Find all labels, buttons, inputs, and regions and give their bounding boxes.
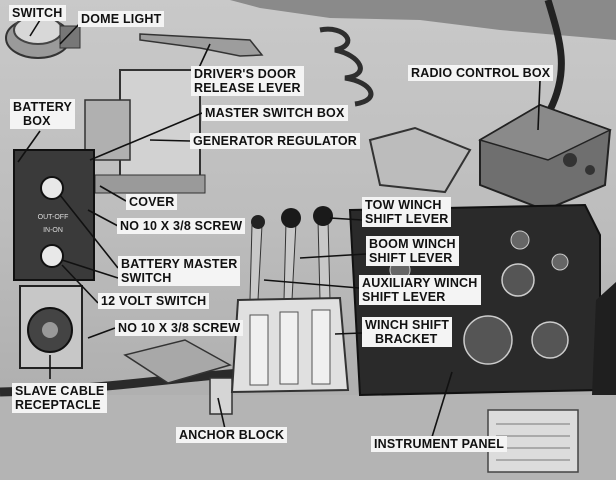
slave-cable-receptacle [19,285,83,369]
winch-levers [249,206,333,301]
coiled-cable [319,26,374,107]
radio-box [478,103,612,212]
floor [0,395,616,480]
dome-light [5,15,81,59]
hanging-lamp [368,126,472,194]
radio-cable [544,0,565,112]
label-screw-upper: NO 10 X 3/8 SCREW [117,218,246,234]
label-dome-light: DOME LIGHT [78,11,165,27]
label-generator-regulator: GENERATOR REGULATOR [190,133,360,149]
door-release-lever [139,33,264,57]
right-lever [592,282,616,395]
out-off-marking: OUT-OFF [38,214,69,221]
generator-regulator-box [84,69,206,194]
cab-roof [230,0,616,40]
label-master-switch-box: MASTER SWITCH BOX [202,105,348,121]
label-screw-lower: NO 10 X 3/8 SCREW [115,320,244,336]
in-on-marking: IN-ON [43,227,63,234]
label-cover: COVER [126,194,178,210]
label-anchor-block: ANCHOR BLOCK [176,427,288,443]
label-radio-control-box: RADIO CONTROL BOX [408,65,554,81]
floor-plate [123,339,232,384]
label-instrument-panel: INSTRUMENT PANEL [371,436,508,452]
master-switch-box: OUT-OFF IN-ON [13,149,95,281]
label-12-volt-switch: 12 VOLT SWITCH [98,293,210,309]
label-switch: SWITCH [9,5,66,21]
